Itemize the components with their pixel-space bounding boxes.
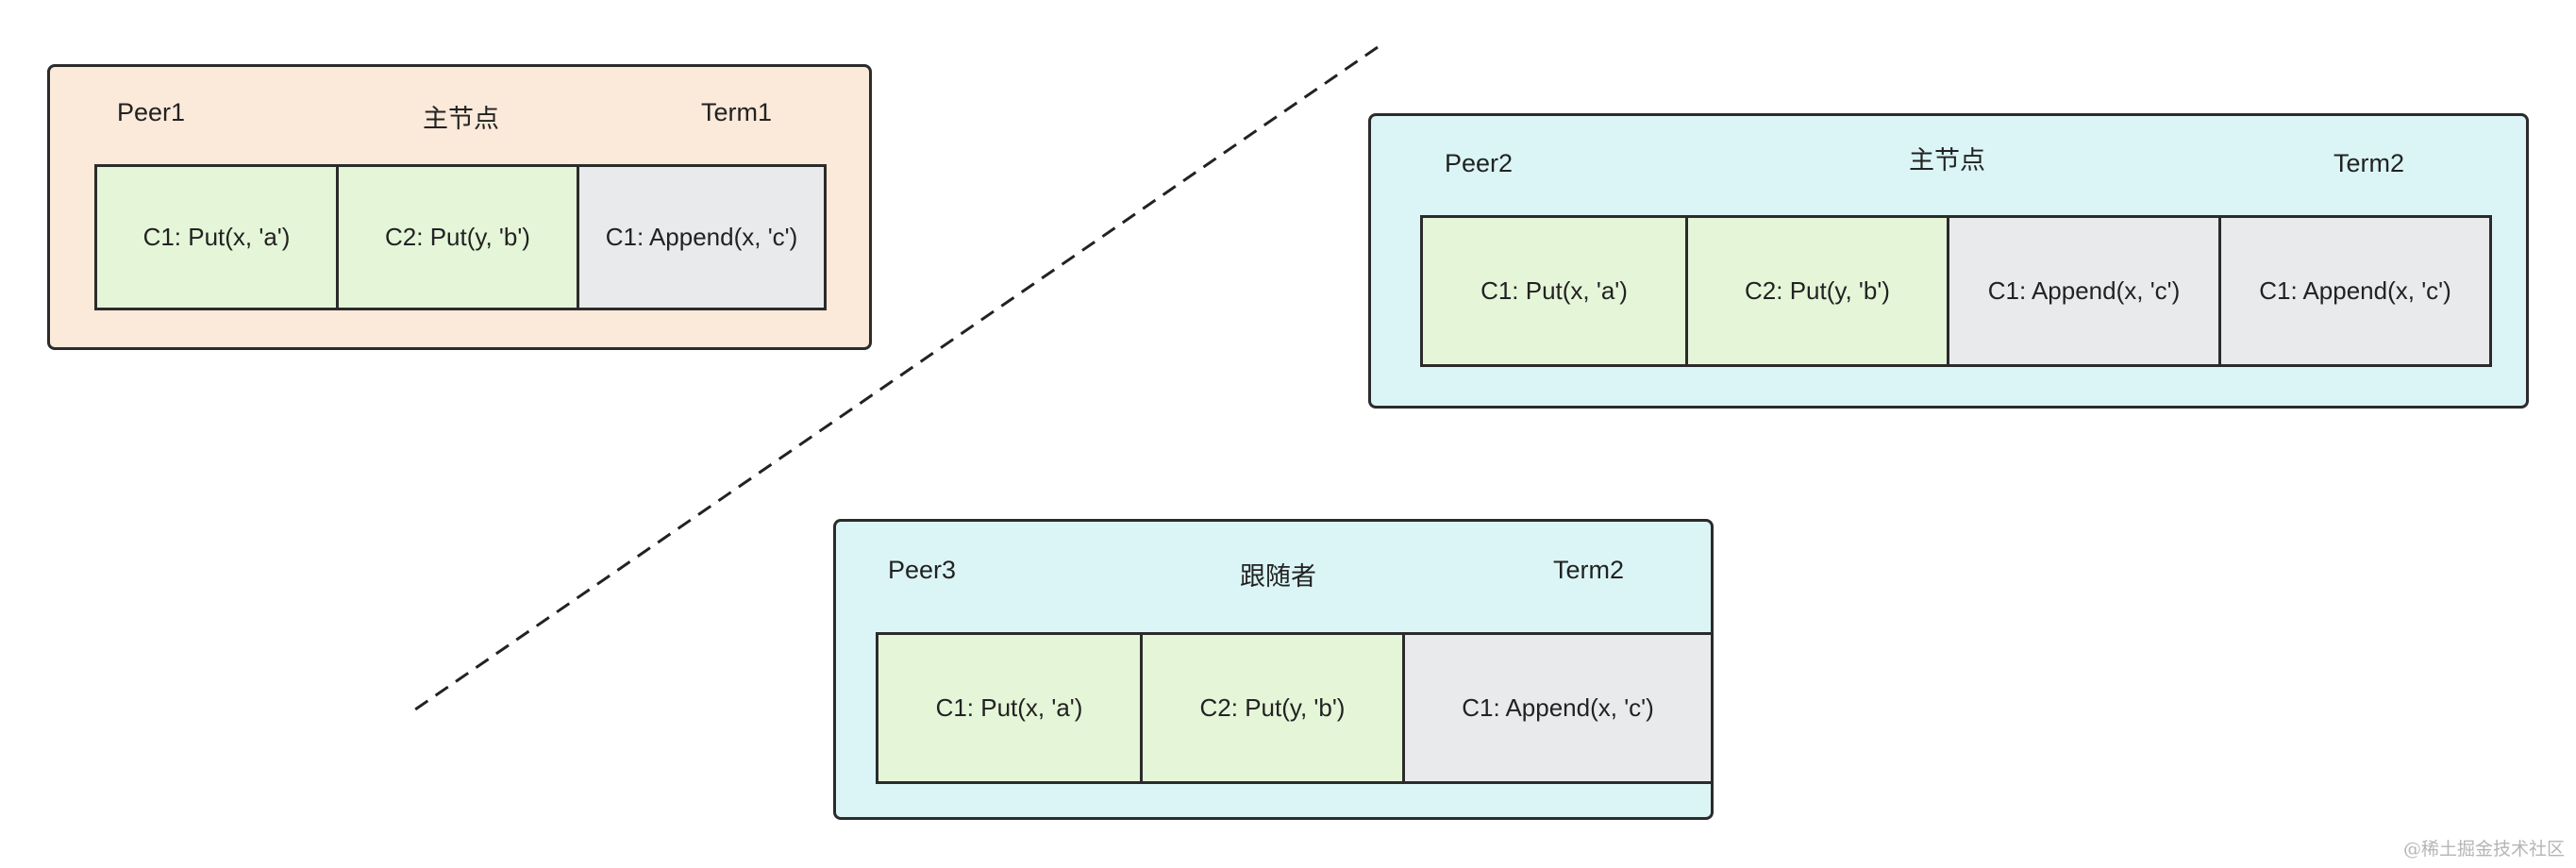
peer1-role: 主节点 [423,105,499,133]
log-entry: C1: Put(x, 'a') [878,635,1143,781]
peer3-role: 跟随者 [1240,562,1316,591]
peer2-term: Term2 [2333,149,2405,177]
peer1-term: Term1 [701,98,773,126]
peer1-name: Peer1 [117,98,186,126]
peer3-box: Peer3 跟随者 Term2 C1: Put(x, 'a') C2: Put(… [833,519,1714,820]
peer2-box: Peer2 主节点 Term2 C1: Put(x, 'a') C2: Put(… [1368,113,2529,409]
peer2-name: Peer2 [1445,149,1514,177]
log-entry: C2: Put(y, 'b') [339,167,579,308]
peer1-log: C1: Put(x, 'a') C2: Put(y, 'b') C1: Appe… [94,164,827,310]
log-entry: C2: Put(y, 'b') [1143,635,1405,781]
peer3-name: Peer3 [888,556,957,584]
log-entry: C1: Append(x, 'c') [579,167,824,308]
peer3-term: Term2 [1553,556,1625,584]
peer2-log: C1: Put(x, 'a') C2: Put(y, 'b') C1: Appe… [1420,215,2492,367]
watermark: @稀土掘金技术社区 [2402,839,2565,860]
log-entry: C1: Put(x, 'a') [97,167,339,308]
log-entry: C1: Append(x, 'c') [2221,218,2489,364]
log-entry: C1: Append(x, 'c') [1405,635,1711,781]
log-entry: C2: Put(y, 'b') [1688,218,1949,364]
peer2-role: 主节点 [1909,146,1985,175]
peer1-box: Peer1 主节点 Term1 C1: Put(x, 'a') C2: Put(… [47,64,872,350]
peer3-log: C1: Put(x, 'a') C2: Put(y, 'b') C1: Appe… [876,632,1714,784]
log-entry: C1: Put(x, 'a') [1423,218,1688,364]
log-entry: C1: Append(x, 'c') [1949,218,2221,364]
